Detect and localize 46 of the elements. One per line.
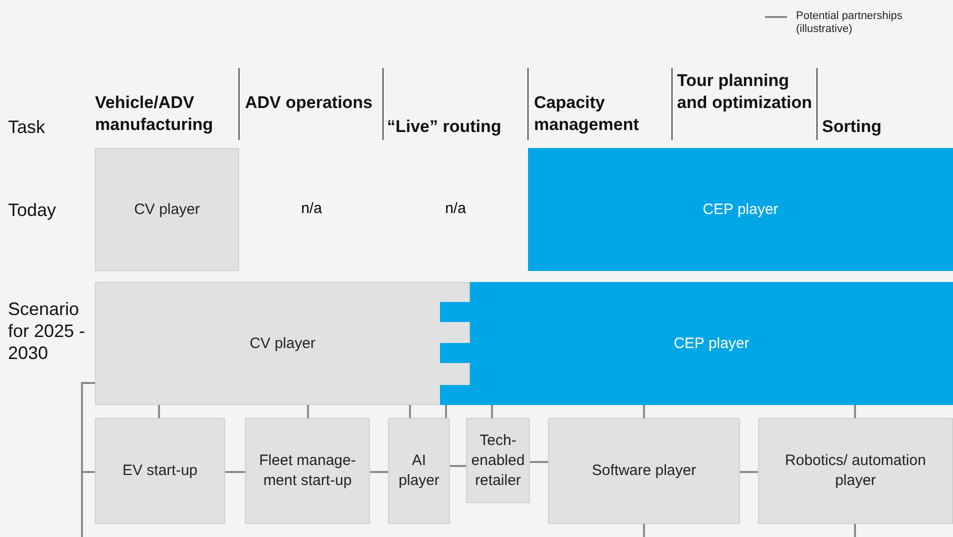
connector-line xyxy=(854,405,856,418)
row-label: Today xyxy=(8,199,58,221)
row-label: Scenario for 2025 - 2030 xyxy=(8,298,86,364)
cell-text: n/a xyxy=(444,200,467,217)
player-box xyxy=(95,148,239,271)
connector-line xyxy=(225,471,245,473)
connector-line xyxy=(158,405,160,418)
legend-text: Potential partnerships (illustrative) xyxy=(796,10,904,36)
column-header: Vehicle/ADV manufacturing xyxy=(95,92,214,136)
connector-line xyxy=(81,382,96,537)
connector-line xyxy=(445,405,447,418)
cell-text: n/a xyxy=(300,200,323,217)
column-header: ADV operations xyxy=(245,92,374,114)
column-header: Sorting xyxy=(822,116,882,138)
connector-line xyxy=(370,471,388,473)
node-text: CV player xyxy=(250,334,316,354)
connector-line xyxy=(530,461,548,463)
node-text: Robotics/ automation player xyxy=(784,451,927,491)
connector-line xyxy=(854,524,856,537)
column-header: Capacity management xyxy=(534,92,640,136)
player-box xyxy=(388,418,450,524)
player-box xyxy=(528,148,953,271)
node-text: CEP player xyxy=(702,200,778,220)
connector-line xyxy=(450,465,466,467)
connector-line xyxy=(491,405,493,418)
node-text: CEP player xyxy=(674,334,750,354)
node-text: Software player xyxy=(592,461,696,481)
row-label: Task xyxy=(8,116,46,138)
node-text: EV start-up xyxy=(122,461,198,481)
column-header: Tour planning and optimization xyxy=(677,70,814,114)
node-text: Fleet manage- ment start-up xyxy=(258,451,357,491)
node-text: Tech- enabled retailer xyxy=(471,430,525,490)
connector-line xyxy=(740,471,758,473)
node-text: AI player xyxy=(398,451,440,491)
player-box xyxy=(466,418,530,503)
player-box xyxy=(95,282,470,405)
player-box xyxy=(548,418,740,524)
player-box xyxy=(758,418,953,524)
connector-line xyxy=(409,405,411,418)
connector-line xyxy=(307,405,309,418)
player-box xyxy=(95,418,225,524)
connector-line xyxy=(643,524,645,537)
connector-line xyxy=(643,405,645,418)
player-box xyxy=(245,418,370,524)
node-text: CV player xyxy=(134,200,200,220)
column-header: “Live” routing xyxy=(387,116,502,138)
